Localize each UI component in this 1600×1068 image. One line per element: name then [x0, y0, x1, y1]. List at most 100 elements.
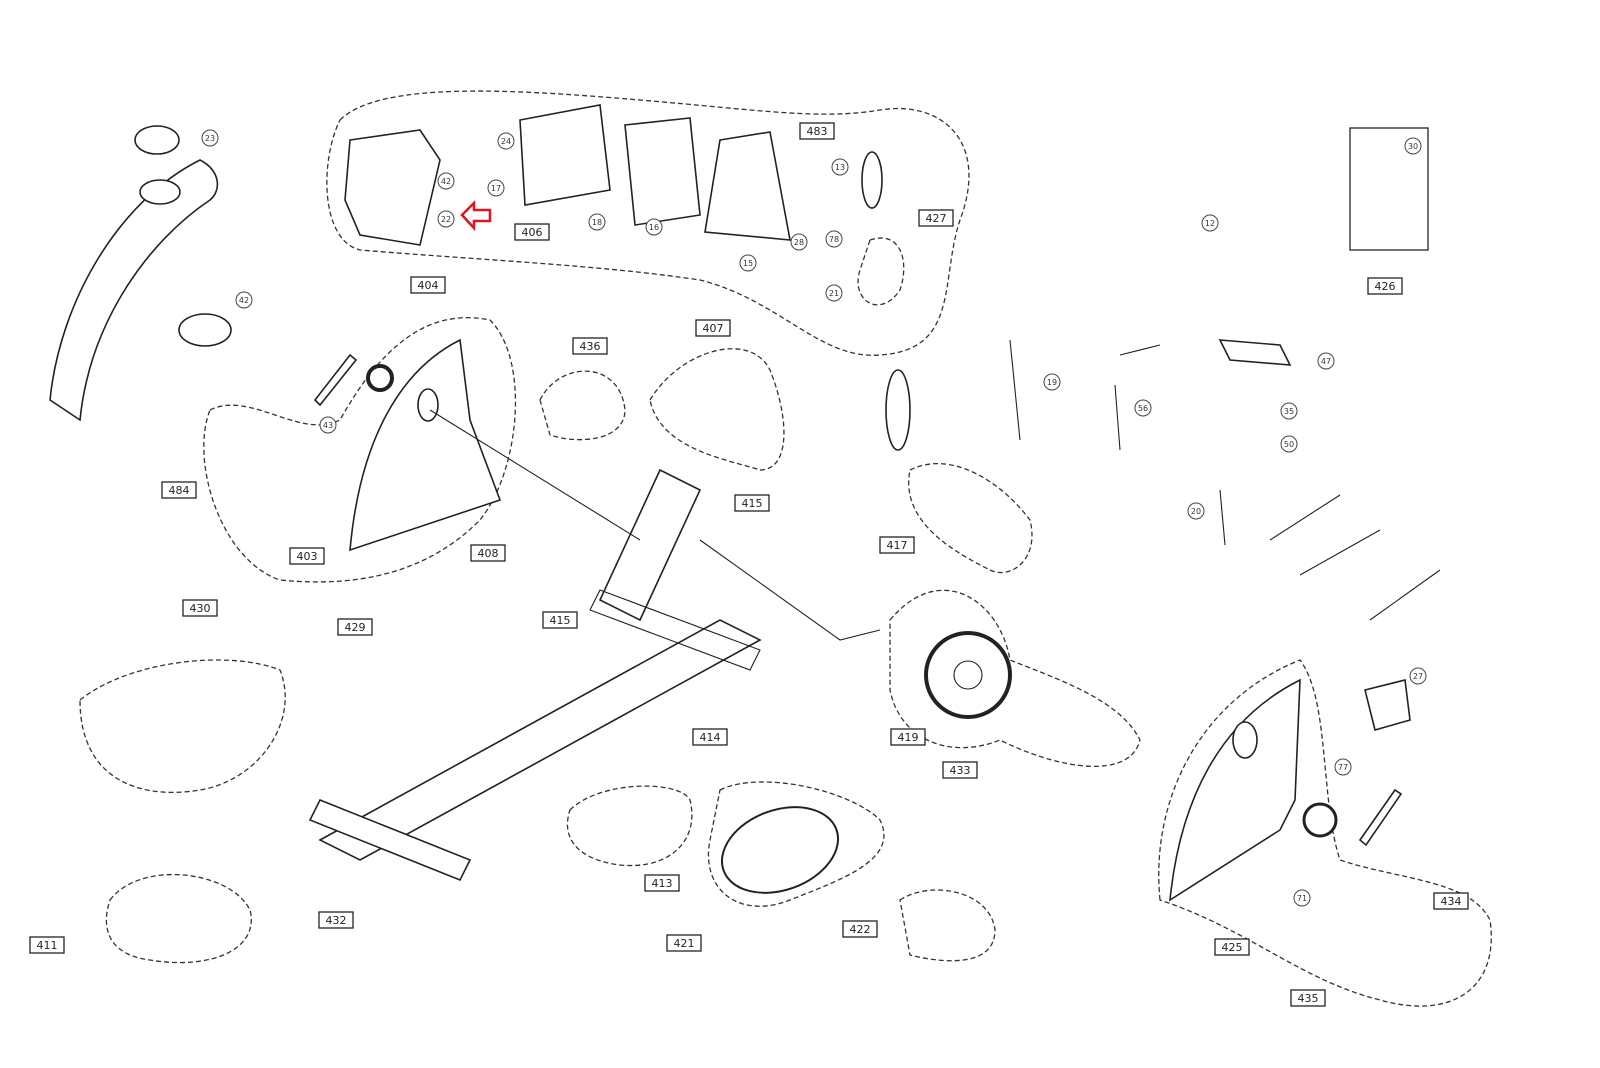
group-436-outline — [539, 370, 626, 441]
part-number: 18 — [588, 213, 606, 231]
flywheel-hub — [953, 660, 983, 690]
part-number: 35 — [1280, 402, 1298, 420]
console-shroud — [344, 129, 441, 246]
svg-text:16: 16 — [649, 223, 659, 232]
console-display — [704, 131, 791, 241]
part-number: 20 — [1187, 502, 1205, 520]
part-number: 12 — [1201, 214, 1219, 232]
svg-text:483: 483 — [807, 125, 828, 138]
svg-text:56: 56 — [1138, 404, 1148, 413]
part-number: 17 — [487, 179, 505, 197]
right-pulley — [1302, 802, 1338, 838]
callout: 430 — [182, 599, 218, 617]
part-number: 24 — [497, 132, 515, 150]
console-panel — [519, 104, 611, 206]
circled-part-numbers: 23 42 22 24 18 17 16 28 15 13 78 21 42 4… — [201, 129, 1427, 907]
svg-text:78: 78 — [829, 235, 839, 244]
svg-text:432: 432 — [326, 914, 347, 927]
cable-bundle — [1218, 339, 1292, 366]
part-number: 56 — [1134, 399, 1152, 417]
svg-text:429: 429 — [345, 621, 366, 634]
svg-text:430: 430 — [190, 602, 211, 615]
svg-text:18: 18 — [592, 218, 602, 227]
left-side-cover — [349, 338, 502, 552]
drive-belt — [720, 806, 840, 894]
callout: 426 — [1367, 277, 1403, 295]
bottle-holder — [178, 313, 232, 347]
pulley — [366, 364, 394, 392]
part-number: 50 — [1280, 435, 1298, 453]
svg-text:12: 12 — [1205, 219, 1215, 228]
console-group-outline — [326, 90, 970, 356]
callout: 404 — [410, 276, 446, 294]
part-number: 15 — [739, 254, 757, 272]
group-413-outline — [566, 785, 693, 867]
svg-text:434: 434 — [1441, 895, 1462, 908]
svg-text:419: 419 — [898, 731, 919, 744]
callout: 403 — [289, 547, 325, 565]
right-side-cover — [1169, 678, 1301, 902]
callout: 422 — [842, 920, 878, 938]
callout: 407 — [695, 319, 731, 337]
upright-post — [598, 468, 702, 622]
svg-text:77: 77 — [1338, 763, 1348, 772]
front-stabilizer — [589, 589, 761, 671]
svg-text:426: 426 — [1375, 280, 1396, 293]
svg-text:413: 413 — [652, 877, 673, 890]
svg-text:27: 27 — [1413, 672, 1423, 681]
svg-text:484: 484 — [169, 484, 190, 497]
svg-text:435: 435 — [1298, 992, 1319, 1005]
svg-text:13: 13 — [835, 163, 845, 172]
guide-line — [429, 409, 881, 641]
svg-text:23: 23 — [205, 134, 215, 143]
svg-text:71: 71 — [1297, 894, 1307, 903]
main-frame-rail — [318, 619, 762, 861]
svg-text:417: 417 — [887, 539, 908, 552]
svg-text:28: 28 — [794, 238, 804, 247]
callout: 421 — [666, 934, 702, 952]
svg-text:21: 21 — [829, 289, 839, 298]
group-411-outline — [105, 873, 252, 964]
part-number: 28 — [790, 233, 808, 251]
handlebar-cover — [49, 159, 219, 422]
right-crank-arm — [1358, 788, 1403, 847]
callout: 408 — [470, 544, 506, 562]
part-number: 23 — [201, 129, 219, 147]
wire-harness-group — [857, 237, 905, 306]
callout: 427 — [918, 209, 954, 227]
svg-text:415: 415 — [550, 614, 571, 627]
callout: 435 — [1290, 989, 1326, 1007]
flywheel-group-outline — [889, 589, 1141, 767]
part-number: 13 — [831, 158, 849, 176]
callout: 425 — [1214, 938, 1250, 956]
svg-text:19: 19 — [1047, 378, 1057, 387]
crank-arm — [313, 353, 358, 407]
flywheel-ring-small — [885, 369, 911, 451]
svg-text:404: 404 — [418, 279, 439, 292]
svg-text:436: 436 — [580, 340, 601, 353]
svg-text:50: 50 — [1284, 440, 1294, 449]
part-number: 21 — [825, 284, 843, 302]
callout: 429 — [337, 618, 373, 636]
callout: 413 — [644, 874, 680, 892]
part-number: 22 — [437, 210, 455, 228]
ring-part — [861, 151, 883, 209]
callout: 417 — [879, 536, 915, 554]
callout: 436 — [572, 337, 608, 355]
svg-text:427: 427 — [926, 212, 947, 225]
arrow-left-icon — [460, 199, 492, 232]
svg-text:24: 24 — [501, 137, 511, 146]
svg-text:35: 35 — [1284, 407, 1294, 416]
console-face — [624, 117, 701, 226]
part-number: 30 — [1404, 137, 1422, 155]
part-number: 16 — [645, 218, 663, 236]
handlebar-grip-ring — [139, 179, 181, 205]
flywheel — [924, 631, 1012, 719]
svg-text:421: 421 — [674, 937, 695, 950]
callout: 406 — [514, 223, 550, 241]
group-430-outline — [79, 659, 286, 793]
svg-text:47: 47 — [1321, 357, 1331, 366]
part-number: 71 — [1293, 889, 1311, 907]
part-number: 77 — [1334, 758, 1352, 776]
handlebar-cap — [134, 125, 180, 155]
